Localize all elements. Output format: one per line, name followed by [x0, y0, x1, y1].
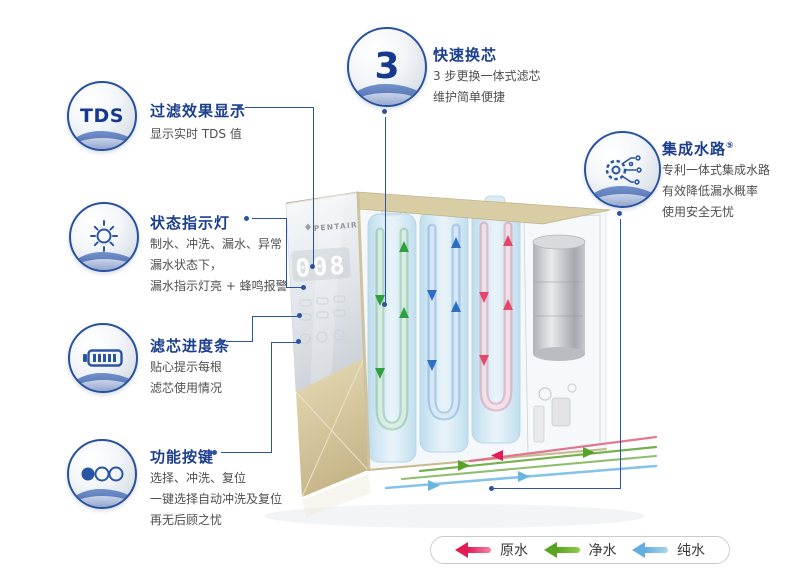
raw-water-arrow — [491, 450, 503, 461]
quick-change-title: 快速换芯 — [433, 46, 498, 64]
legend-item-clean-water: 净水 — [543, 540, 617, 560]
legend-label: 净水 — [588, 543, 617, 559]
device-reflection — [302, 474, 371, 517]
wave-decoration — [71, 259, 137, 270]
water-type-legend: 原水 净水 纯水 — [430, 536, 730, 564]
legend-item-pure-water: 纯水 — [632, 540, 705, 560]
callout-line: 3 步更换一体式滤芯 — [433, 69, 541, 83]
callout-line: 滤芯使用情况 — [150, 381, 223, 395]
battery-icon — [83, 349, 123, 367]
filter-progress-title: 滤芯进度条 — [150, 337, 231, 355]
footnote-mark: ⑤ — [726, 141, 735, 151]
device-shadow — [265, 504, 645, 528]
callout-line: 维护简单便捷 — [433, 90, 506, 104]
legend-item-raw-water: 原水 — [455, 540, 528, 560]
callout-line: 漏水状态下， — [150, 258, 223, 272]
callout-line: 制水、冲洗、漏水、异常 — [150, 237, 283, 251]
callout-line: 专利一体式集成水路 — [662, 163, 771, 177]
callout-line: 显示实时 TDS 值 — [150, 127, 242, 141]
device-front-panel: PENTAIR 008 — [285, 192, 371, 498]
tds-badge: TDS — [67, 81, 137, 151]
clean-water-arrow-icon — [543, 542, 580, 558]
clean-water-arrow-1 — [583, 447, 595, 458]
brand-text: PENTAIR — [313, 220, 358, 233]
callout-line: 有效降低漏水概率 — [662, 184, 759, 198]
panel-button-2 — [316, 331, 328, 343]
function-buttons-body: 选择、冲洗、复位 一键选择自动冲洗及复位 再无后顾之忧 — [150, 468, 282, 531]
wave-decoration — [69, 496, 135, 507]
callout-line: 使用安全无忧 — [662, 205, 735, 219]
wave-decoration — [70, 380, 136, 391]
status-lights-body: 制水、冲洗、漏水、异常 漏水状态下， 漏水指示灯亮 + 蜂鸣报警 — [150, 234, 288, 297]
integrated-waterway-title: 集成水路⑤ — [662, 140, 735, 158]
brand-logo-icon — [305, 223, 311, 231]
panel-indicator-icons — [299, 295, 346, 345]
tds-body: 显示实时 TDS 值 — [150, 124, 242, 145]
three-dots-icon — [81, 466, 124, 482]
filter-progress-badge — [68, 323, 138, 393]
sun-icon — [90, 220, 118, 252]
clean-water-arrow-2 — [458, 460, 470, 471]
number-3-icon: 3 — [374, 46, 400, 87]
quick-change-badge: 3 — [347, 27, 427, 107]
pure-water-arrow-icon — [632, 542, 668, 558]
raw-water-arrow-icon — [455, 542, 491, 558]
wave-decoration — [586, 194, 659, 206]
tds-display-value: 008 — [294, 250, 347, 282]
device-top-face — [285, 191, 611, 225]
callout-line: 选择、冲洗、复位 — [150, 471, 247, 485]
integrated-waterway-body: 专利一体式集成水路 有效降低漏水概率 使用安全无忧 — [662, 160, 770, 223]
pure-water-arrow-1 — [518, 471, 530, 482]
callout-line: 贴心提示每根 — [150, 360, 223, 374]
tds-text-icon: TDS — [80, 104, 124, 127]
water-tubes — [367, 435, 658, 491]
circuit-gear-icon — [605, 154, 642, 185]
callout-line: 漏水指示灯亮 + 蜂鸣报警 — [150, 279, 288, 293]
function-buttons-badge — [67, 439, 137, 509]
callout-line: 再无后顾之忧 — [150, 513, 223, 527]
status-lights-title: 状态指示灯 — [150, 214, 231, 232]
integrated-waterway-badge — [584, 131, 661, 208]
status-lights-badge — [69, 202, 139, 272]
panel-button-3 — [333, 329, 345, 341]
callout-line: 一键选择自动冲洗及复位 — [150, 492, 283, 506]
legend-label: 纯水 — [677, 543, 705, 559]
function-buttons-title: 功能按键 — [150, 448, 215, 466]
wave-decoration — [69, 138, 135, 149]
wave-decoration — [349, 92, 425, 105]
pure-water-arrow-2 — [428, 480, 440, 491]
legend-label: 原水 — [500, 543, 528, 559]
tds-title: 过滤效果显示 — [150, 102, 247, 120]
filter-cartridges — [367, 195, 521, 463]
water-tank-section — [523, 214, 601, 456]
filter-progress-body: 贴心提示每根 滤芯使用情况 — [150, 357, 222, 399]
quick-change-body: 3 步更换一体式滤芯 维护简单便捷 — [433, 66, 540, 108]
